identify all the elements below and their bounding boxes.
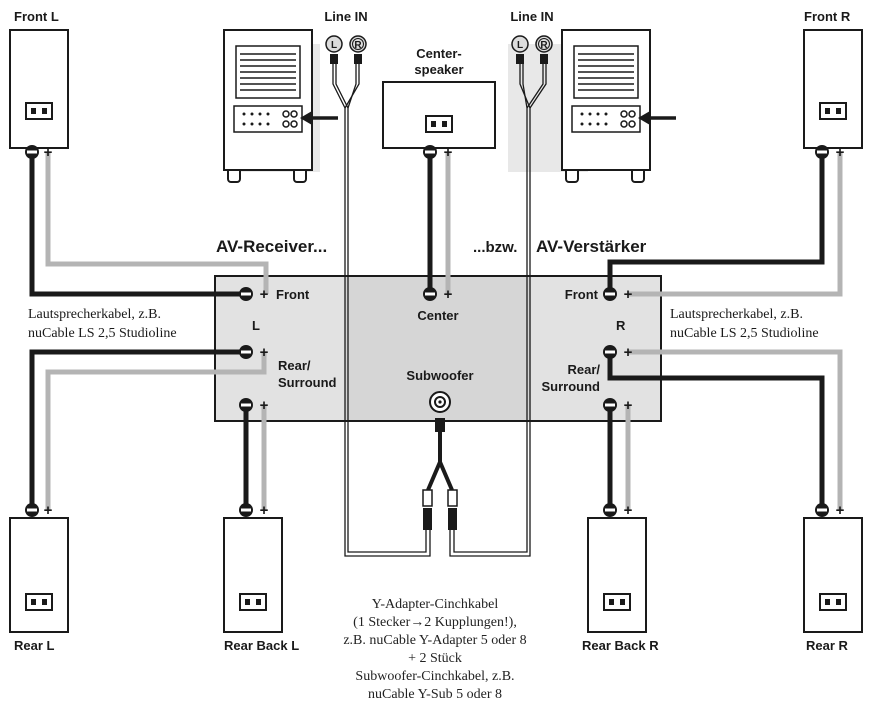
svg-text:+: + xyxy=(44,502,53,519)
svg-text:+: + xyxy=(836,502,845,519)
jack-right-l: L xyxy=(517,40,523,51)
title-av-receiver: AV-Receiver... xyxy=(216,237,327,256)
svg-text:+: + xyxy=(260,397,269,414)
label-rear-back-left: Rear Back L xyxy=(224,638,299,653)
label-line-in-right: Line IN xyxy=(510,9,553,24)
terminal-rear-left: + xyxy=(239,344,269,361)
terminal-rear-back-left: + xyxy=(239,397,269,414)
label-rear-back-right: Rear Back R xyxy=(582,638,659,653)
speaker-rear-right: + xyxy=(803,502,863,633)
label-rear-left-2: Surround xyxy=(278,375,337,390)
note-bottom-line: + 2 Stück xyxy=(408,651,462,666)
jack-left-r: R xyxy=(354,40,362,51)
label-rear-left: Rear L xyxy=(14,638,55,653)
wire-front-right-minus xyxy=(607,152,825,294)
arrow-icon xyxy=(300,111,338,125)
terminal-front-right: + xyxy=(603,286,633,303)
svg-text:+: + xyxy=(444,286,453,303)
receiver-terminals: + + + + + + + xyxy=(239,286,633,414)
speaker-front-left: + xyxy=(9,29,69,161)
y-adapter-cable xyxy=(422,418,458,530)
label-front-l-terminal: Front xyxy=(276,287,310,302)
title-av-verstaerker: AV-Verstärker xyxy=(536,237,647,256)
svg-text:+: + xyxy=(624,344,633,361)
terminal-center: + xyxy=(423,286,453,303)
wire-rear-left-plus xyxy=(45,352,267,510)
wire-front-left-plus xyxy=(45,152,269,294)
speaker-center: + xyxy=(382,81,496,161)
label-center-terminal: Center xyxy=(417,308,458,323)
black-wires xyxy=(29,152,825,510)
note-bottom-line: Y-Adapter-Cinchkabel xyxy=(371,597,499,612)
wire-rear-right-minus xyxy=(607,352,825,510)
terminal-front-left: + xyxy=(239,286,269,303)
note-left-line1: Lautsprecherkabel, z.B. xyxy=(28,307,161,322)
svg-text:+: + xyxy=(44,144,53,161)
label-rear-right: Rear R xyxy=(806,638,849,653)
label-front-r-terminal: Front xyxy=(565,287,599,302)
grey-wires xyxy=(45,152,843,510)
cinch-cable-left xyxy=(332,62,431,557)
label-side-r: R xyxy=(616,318,626,333)
wire-front-right-plus xyxy=(628,152,843,297)
label-center-line2: speaker xyxy=(414,62,463,77)
y-adapter-note: Y-Adapter-Cinchkabel (1 Stecker→2 Kupplu… xyxy=(300,596,570,704)
label-front-left: Front L xyxy=(14,9,59,24)
subwoofer-output-jack xyxy=(429,391,451,413)
line-in-jacks-left xyxy=(325,35,367,64)
svg-text:+: + xyxy=(624,397,633,414)
terminal-rear-back-right: + xyxy=(603,397,633,414)
note-left-line2: nuCable LS 2,5 Studioline xyxy=(28,326,177,341)
label-front-right: Front R xyxy=(804,9,851,24)
svg-text:+: + xyxy=(260,344,269,361)
jack-right-r: R xyxy=(540,40,548,51)
note-right-line2: nuCable LS 2,5 Studioline xyxy=(670,326,819,341)
label-side-l: L xyxy=(252,318,260,333)
subwoofer-right xyxy=(561,29,676,183)
label-line-in-left: Line IN xyxy=(324,9,367,24)
note-right-line1: Lautsprecherkabel, z.B. xyxy=(670,307,803,322)
label-subwoofer-out: Subwoofer xyxy=(406,368,473,383)
label-center-line1: Center- xyxy=(416,46,462,61)
label-rear-right-1: Rear/ xyxy=(567,362,600,377)
title-bzw: ...bzw. xyxy=(473,239,517,256)
note-bottom-line: Subwoofer-Cinchkabel, z.B. xyxy=(355,669,515,684)
line-in-jacks-right xyxy=(511,35,553,64)
wire-front-left-minus xyxy=(29,152,246,297)
jack-left-l: L xyxy=(331,40,337,51)
svg-text:+: + xyxy=(624,502,633,519)
svg-text:+: + xyxy=(260,502,269,519)
terminal-rear-right: + xyxy=(603,344,633,361)
note-bottom-line: z.B. nuCable Y-Adapter 5 oder 8 xyxy=(343,633,527,648)
cinch-cable-right xyxy=(449,62,547,557)
speaker-front-right: + xyxy=(803,29,863,161)
wire-rear-left-minus xyxy=(29,349,246,510)
note-bottom-line: (1 Stecker→2 Kupplungen!), xyxy=(353,615,517,630)
wire-rear-right-plus xyxy=(628,349,843,510)
label-rear-right-2: Surround xyxy=(542,379,601,394)
svg-text:+: + xyxy=(260,286,269,303)
speaker-rear-back-right: + xyxy=(587,502,647,633)
svg-text:+: + xyxy=(836,144,845,161)
svg-text:+: + xyxy=(624,286,633,303)
note-bottom-line: nuCable Y-Sub 5 oder 8 xyxy=(367,687,503,702)
subwoofer-left xyxy=(223,29,338,183)
speaker-rear-back-left: + xyxy=(223,502,283,633)
svg-text:+: + xyxy=(444,144,453,161)
speaker-rear-left: + xyxy=(9,502,69,633)
label-rear-left-1: Rear/ xyxy=(278,358,311,373)
arrow-icon xyxy=(638,111,676,125)
